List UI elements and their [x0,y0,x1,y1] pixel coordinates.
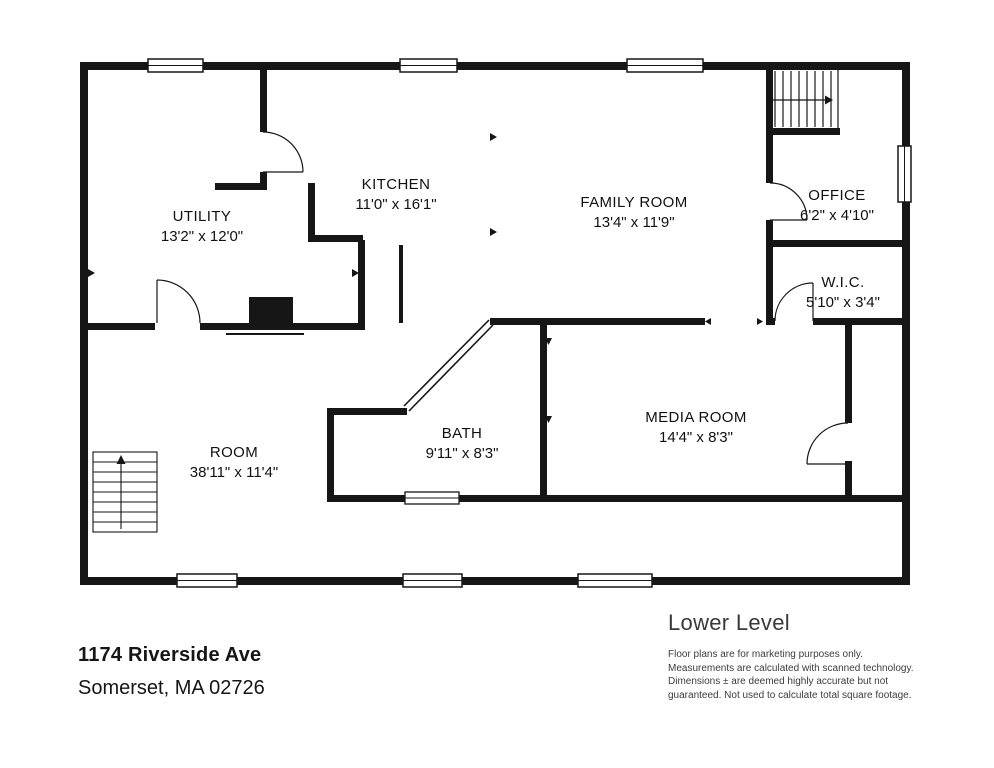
property-address: 1174 Riverside Ave Somerset, MA 02726 [78,644,265,700]
disclaimer-line: Measurements are calculated with scanned… [668,662,914,674]
opening-ticks [88,133,763,423]
room-label-media-room: MEDIA ROOM 14'4" x 8'3" [645,409,747,446]
room-name: BATH [441,425,483,442]
cased-opening [404,491,460,505]
level-title: Lower Level [668,610,790,635]
fireplace [226,297,304,335]
upper-stairs-icon [771,70,839,128]
room-label-utility: UTILITY 13'2" x 12'0" [161,208,243,245]
room-name: ROOM [209,444,259,461]
door-arc [806,422,849,465]
door-arc [262,131,304,173]
door-arc [769,182,808,221]
door-arc [156,279,201,324]
room-name: W.I.C. [821,274,865,291]
room-label-room: ROOM 38'11" x 11'4" [190,444,278,481]
angled-opening [403,319,494,412]
room-name: UTILITY [172,208,232,225]
exterior-walls [80,62,910,585]
lower-stairs-icon [92,451,158,533]
plan-legend: Lower Level Floor plans are for marketin… [668,610,948,702]
windows [147,58,912,588]
window [402,573,463,588]
disclaimer-line: Floor plans are for marketing purposes o… [668,649,863,660]
address-street: 1174 Riverside Ave [78,644,262,666]
window [577,573,653,588]
window [626,58,704,73]
door-arc [774,282,814,322]
room-dims: 38'11" x 11'4" [189,464,279,481]
window [399,58,458,73]
room-dims: 13'2" x 12'0" [160,228,244,245]
room-name: KITCHEN [361,176,431,193]
disclaimer-line: Dimensions ± are deemed highly accurate … [668,676,889,687]
room-name: FAMILY ROOM [580,194,688,211]
room-label-office: OFFICE 6'2" x 4'10" [800,187,874,224]
stairs-direction-arrow [116,455,126,464]
stairs-direction-arrow [825,95,833,105]
room-dims: 14'4" x 8'3" [659,429,733,446]
room-label-family-room: FAMILY ROOM 13'4" x 11'9" [580,194,687,231]
room-dims: 6'2" x 4'10" [800,207,874,224]
window [176,573,238,588]
window [147,58,204,73]
room-label-bath: BATH 9'11" x 8'3" [426,425,499,462]
room-name: OFFICE [808,187,866,204]
room-label-wic: W.I.C. 5'10" x 3'4" [806,274,880,311]
address-city-state-zip: Somerset, MA 02726 [78,677,265,699]
disclaimer-line: guaranteed. Not used to calculate total … [668,689,912,701]
window [897,145,912,203]
door-swings [156,131,849,465]
room-label-kitchen: KITCHEN 11'0" x 16'1" [355,176,436,213]
room-dims: 13'4" x 11'9" [593,214,675,231]
room-dims: 9'11" x 8'3" [425,445,499,462]
disclaimer-text: Floor plans are for marketing purposes o… [668,648,948,702]
room-dims: 11'0" x 16'1" [355,196,437,213]
room-dims: 5'10" x 3'4" [806,294,880,311]
room-name: MEDIA ROOM [645,409,747,426]
